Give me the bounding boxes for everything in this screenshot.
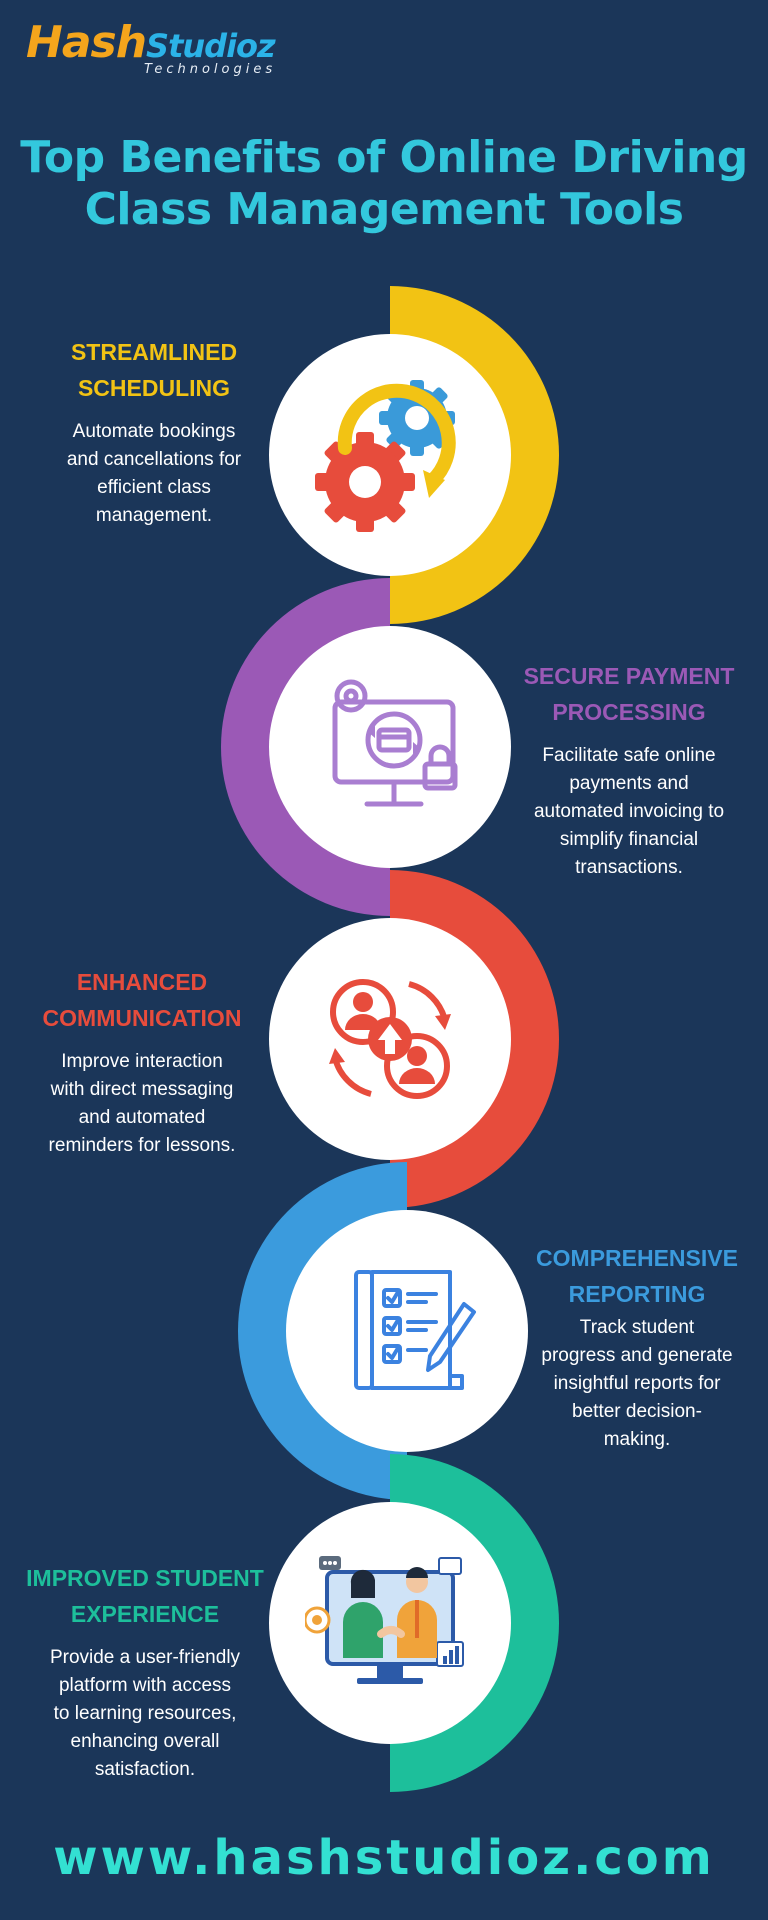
benefit-heading-line1: STREAMLINED <box>70 339 238 365</box>
benefit-heading-line1: COMPREHENSIVE <box>536 1245 738 1271</box>
benefit-description-line: and cancellations for <box>66 449 242 470</box>
benefit-experience: IMPROVED STUDENT EXPERIENCE Provide a us… <box>14 1560 276 1784</box>
page-title-line2: Class Management Tools <box>84 184 684 235</box>
benefit-description-line: satisfaction. <box>94 1759 196 1780</box>
benefit-description: Provide a user-friendly platform with ac… <box>14 1644 276 1784</box>
hashstudioz-logo[interactable]: HashStudioz Technologies <box>26 18 306 80</box>
benefit-description-line: with direct messaging <box>50 1079 234 1100</box>
website-url-link[interactable]: www.hashstudioz.com <box>53 1830 715 1886</box>
benefit-description-line: efficient class <box>97 477 211 498</box>
secure-payment-monitor-icon <box>332 679 458 807</box>
benefit-heading-line1: IMPROVED STUDENT <box>26 1565 264 1591</box>
benefit-description-line: management. <box>95 505 213 526</box>
benefit-description-line: Improve interaction <box>61 1051 223 1072</box>
communication-icon-circle <box>269 918 511 1160</box>
benefit-heading-line2: SCHEDULING <box>77 375 231 401</box>
reporting-icon-circle <box>286 1210 528 1452</box>
page-title: Top Benefits of Online Driving Class Man… <box>0 132 768 236</box>
benefit-heading-line1: SECURE PAYMENT <box>523 663 735 689</box>
benefit-description-line: transactions. <box>575 857 683 878</box>
benefit-description-line: insightful reports for <box>553 1373 721 1394</box>
benefit-description-line: and automated <box>78 1107 206 1128</box>
page-title-line1: Top Benefits of Online Driving <box>20 132 748 183</box>
scheduling-icon-circle <box>269 334 511 576</box>
benefit-heading-line2: COMMUNICATION <box>42 1005 242 1031</box>
benefit-heading: STREAMLINED SCHEDULING <box>34 334 274 406</box>
benefit-heading-line1: ENHANCED <box>76 969 208 995</box>
benefit-heading: COMPREHENSIVE REPORTING <box>526 1240 748 1312</box>
logo-brand-part2: Studioz <box>146 27 276 65</box>
logo-brand-part1: Hash <box>26 17 147 68</box>
benefit-description-line: progress and generate <box>541 1345 733 1366</box>
benefit-description-line: reminders for lessons. <box>48 1135 236 1156</box>
logo-tagline: Technologies <box>144 62 277 77</box>
experience-icon-circle <box>269 1502 511 1744</box>
benefit-description-line: enhancing overall <box>70 1731 220 1752</box>
benefit-payment: SECURE PAYMENT PROCESSING Facilitate saf… <box>512 658 746 882</box>
benefit-heading: IMPROVED STUDENT EXPERIENCE <box>14 1560 276 1632</box>
benefit-description: Automate bookings and cancellations for … <box>34 418 274 530</box>
benefit-reporting: COMPREHENSIVE REPORTING Track student pr… <box>526 1240 748 1454</box>
benefit-description: Facilitate safe online payments and auto… <box>512 742 746 882</box>
benefit-heading: SECURE PAYMENT PROCESSING <box>512 658 746 730</box>
benefit-heading-line2: PROCESSING <box>552 699 706 725</box>
benefit-description-line: platform with access <box>58 1675 232 1696</box>
benefit-heading: ENHANCED COMMUNICATION <box>22 964 262 1036</box>
benefit-description-line: Automate bookings <box>72 421 236 442</box>
benefit-description-line: Track student <box>579 1317 695 1338</box>
logo-wordmark: HashStudioz <box>26 17 276 71</box>
benefit-heading-line2: EXPERIENCE <box>70 1601 220 1627</box>
benefit-description: Track student progress and generate insi… <box>526 1314 748 1454</box>
benefit-description-line: Provide a user-friendly <box>49 1647 241 1668</box>
benefit-scheduling: STREAMLINED SCHEDULING Automate bookings… <box>34 334 274 530</box>
benefit-description-line: automated invoicing to <box>533 801 725 822</box>
report-checklist-icon <box>354 1270 476 1390</box>
benefit-description-line: making. <box>603 1429 671 1450</box>
benefit-description-line: to learning resources, <box>53 1703 237 1724</box>
benefit-description-line: better decision- <box>572 1401 702 1422</box>
benefit-communication: ENHANCED COMMUNICATION Improve interacti… <box>22 964 262 1160</box>
benefit-description-line: simplify financial <box>559 829 699 850</box>
student-teacher-icon <box>305 1556 464 1684</box>
users-exchange-icon <box>329 979 451 1099</box>
benefit-description-line: Facilitate safe online <box>542 745 716 766</box>
payment-icon-circle <box>269 626 511 868</box>
gears-icon <box>315 380 456 532</box>
benefit-description: Improve interaction with direct messagin… <box>22 1048 262 1160</box>
benefit-description-line: payments and <box>569 773 689 794</box>
benefit-heading-line2: REPORTING <box>568 1281 706 1307</box>
